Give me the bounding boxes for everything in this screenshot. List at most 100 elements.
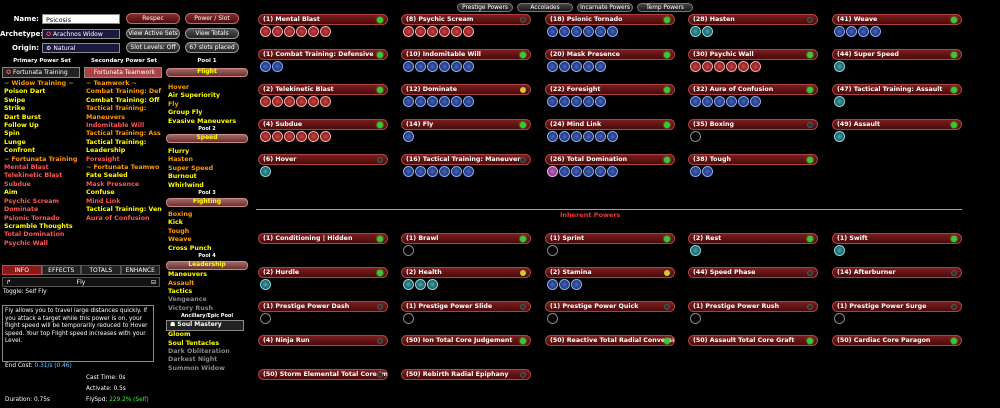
power-list-item[interactable]: Psionic Tornado (4, 214, 60, 222)
power-list-item[interactable]: Spin (4, 130, 20, 138)
power-slot-button[interactable]: (41) Weave (832, 14, 962, 25)
enhancement-icon[interactable] (439, 96, 450, 107)
tab-enhance[interactable]: ENHANCE (120, 265, 160, 275)
enhancement-icon[interactable] (547, 26, 558, 37)
power-slot-button[interactable]: (47) Tactical Training: Assault (832, 84, 962, 95)
enhancement-icon[interactable] (714, 96, 725, 107)
power-slot-button[interactable]: (14) Fly (401, 119, 531, 130)
tab-accolades[interactable]: Accolades (517, 3, 573, 12)
power-list-item[interactable]: Tactics (168, 287, 193, 295)
power-list-item[interactable]: Foresight (86, 155, 120, 163)
power-list-item[interactable]: Weave (168, 236, 192, 244)
power-list-item[interactable]: ~ Fortunata Teamwo (86, 164, 160, 172)
enhancement-icon[interactable] (296, 131, 307, 142)
power-slot-button[interactable]: (2) Hurdle (258, 267, 388, 278)
enhancement-icon[interactable] (571, 96, 582, 107)
enhancement-icon[interactable] (846, 26, 857, 37)
power-slot-button[interactable]: (50) Rebirth Radial Epiphany (401, 369, 531, 380)
enhancement-icon[interactable] (308, 131, 319, 142)
power-slot-button[interactable]: (4) Subdue (258, 119, 388, 130)
enhancement-icon[interactable] (439, 26, 450, 37)
ancillary-set-select[interactable]: ☗Soul Mastery (166, 320, 244, 332)
toggle-indicator-icon[interactable] (951, 270, 957, 276)
enhancement-icon[interactable] (571, 131, 582, 142)
enhancement-icon[interactable] (834, 96, 845, 107)
power-list-item[interactable]: Tactical Training: Ven (86, 206, 162, 214)
enhancement-icon[interactable] (607, 26, 618, 37)
slots-placed-button[interactable]: 67 slots placed (185, 42, 239, 53)
power-slot-button[interactable]: (50) Reactive Total Radial Conversion (545, 335, 675, 346)
enhancement-icon[interactable] (403, 279, 414, 290)
enhancement-icon[interactable] (296, 96, 307, 107)
power-list-item[interactable]: Maneuvers (86, 113, 125, 121)
enhancement-icon[interactable] (320, 96, 331, 107)
power-list-item[interactable]: Scramble Thoughts (4, 222, 73, 230)
power-list-item[interactable]: Evasive Maneuvers (168, 117, 237, 125)
power-slot-button[interactable]: (49) Assault (832, 119, 962, 130)
secondary-set-select[interactable]: Fortunata Teamwork (84, 67, 162, 78)
tab-prestige-powers[interactable]: Prestige Powers (457, 3, 513, 12)
toggle-indicator-icon[interactable] (951, 87, 957, 93)
toggle-indicator-icon[interactable] (807, 236, 813, 242)
power-list-item[interactable]: ~ Teamwork ~ (86, 80, 137, 87)
enhancement-icon[interactable] (320, 26, 331, 37)
power-slot-button[interactable]: (28) Hasten (688, 14, 818, 25)
power-slot-button[interactable]: (1) Prestige Power Dash (258, 301, 388, 312)
pool3-set-select[interactable]: Fighting (166, 198, 248, 208)
power-list-item[interactable]: Swipe (4, 96, 26, 104)
enhancement-icon[interactable] (571, 166, 582, 177)
enhancement-icon[interactable] (870, 26, 881, 37)
power-slot-button[interactable]: (26) Total Domination (545, 154, 675, 165)
enhancement-icon[interactable] (690, 245, 701, 256)
enhancement-icon[interactable] (284, 26, 295, 37)
power-list-item[interactable]: Soul Tentacles (168, 339, 220, 347)
power-list-item[interactable]: Psychic Scream (4, 197, 60, 205)
power-list-item[interactable]: Confront (4, 147, 36, 155)
primary-set-select[interactable]: ✪Fortunata Training (2, 67, 80, 78)
power-list-item[interactable]: ~ Fortunata Training (4, 155, 78, 163)
enhancement-icon[interactable] (415, 279, 426, 290)
enhancement-icon[interactable] (690, 313, 701, 324)
power-slot-button[interactable]: (1) Combat Training: Defensive (258, 49, 388, 60)
toggle-indicator-icon[interactable] (520, 304, 526, 310)
origin-select[interactable]: ⚙Natural (42, 43, 120, 53)
enhancement-icon[interactable] (547, 131, 558, 142)
toggle-indicator-icon[interactable] (520, 372, 526, 378)
enhancement-icon[interactable] (583, 61, 594, 72)
toggle-indicator-icon[interactable] (377, 270, 383, 276)
enhancement-icon[interactable] (595, 61, 606, 72)
enhancement-icon[interactable] (702, 61, 713, 72)
enhancement-icon[interactable] (427, 166, 438, 177)
power-slot-button[interactable]: Power / Slot (185, 13, 239, 24)
enhancement-icon[interactable] (583, 131, 594, 142)
enhancement-icon[interactable] (571, 26, 582, 37)
tab-effects[interactable]: EFFECTS (41, 265, 81, 275)
view-totals-button[interactable]: View Totals (185, 28, 239, 39)
enhancement-icon[interactable] (690, 26, 701, 37)
power-list-item[interactable]: Burnout (168, 173, 197, 181)
enhancement-icon[interactable] (726, 96, 737, 107)
enhancement-icon[interactable] (559, 96, 570, 107)
toggle-indicator-icon[interactable] (664, 52, 670, 58)
enhancement-icon[interactable] (607, 131, 618, 142)
power-slot-button[interactable]: (22) Foresight (545, 84, 675, 95)
power-list-item[interactable]: Cross Punch (168, 244, 212, 252)
power-slot-button[interactable]: (4) Ninja Run (258, 335, 388, 346)
enhancement-icon[interactable] (571, 61, 582, 72)
power-list-item[interactable]: Tough (168, 227, 190, 235)
enhancement-icon[interactable] (559, 61, 570, 72)
enhancement-icon[interactable] (547, 96, 558, 107)
enhancement-icon[interactable] (702, 96, 713, 107)
enhancement-icon[interactable] (260, 61, 271, 72)
power-slot-button[interactable]: (2) Health (401, 267, 531, 278)
enhancement-icon[interactable] (272, 131, 283, 142)
toggle-indicator-icon[interactable] (951, 122, 957, 128)
enhancement-icon[interactable] (260, 26, 271, 37)
enhancement-icon[interactable] (583, 26, 594, 37)
archetype-select[interactable]: ✪Arachnos Widow (42, 29, 120, 39)
enhancement-icon[interactable] (595, 26, 606, 37)
power-list-item[interactable]: Fate Sealed (86, 172, 128, 180)
power-list-item[interactable]: Summon Widow (168, 364, 225, 372)
power-list-item[interactable]: Combat Training: Off (86, 96, 160, 104)
enhancement-icon[interactable] (451, 26, 462, 37)
